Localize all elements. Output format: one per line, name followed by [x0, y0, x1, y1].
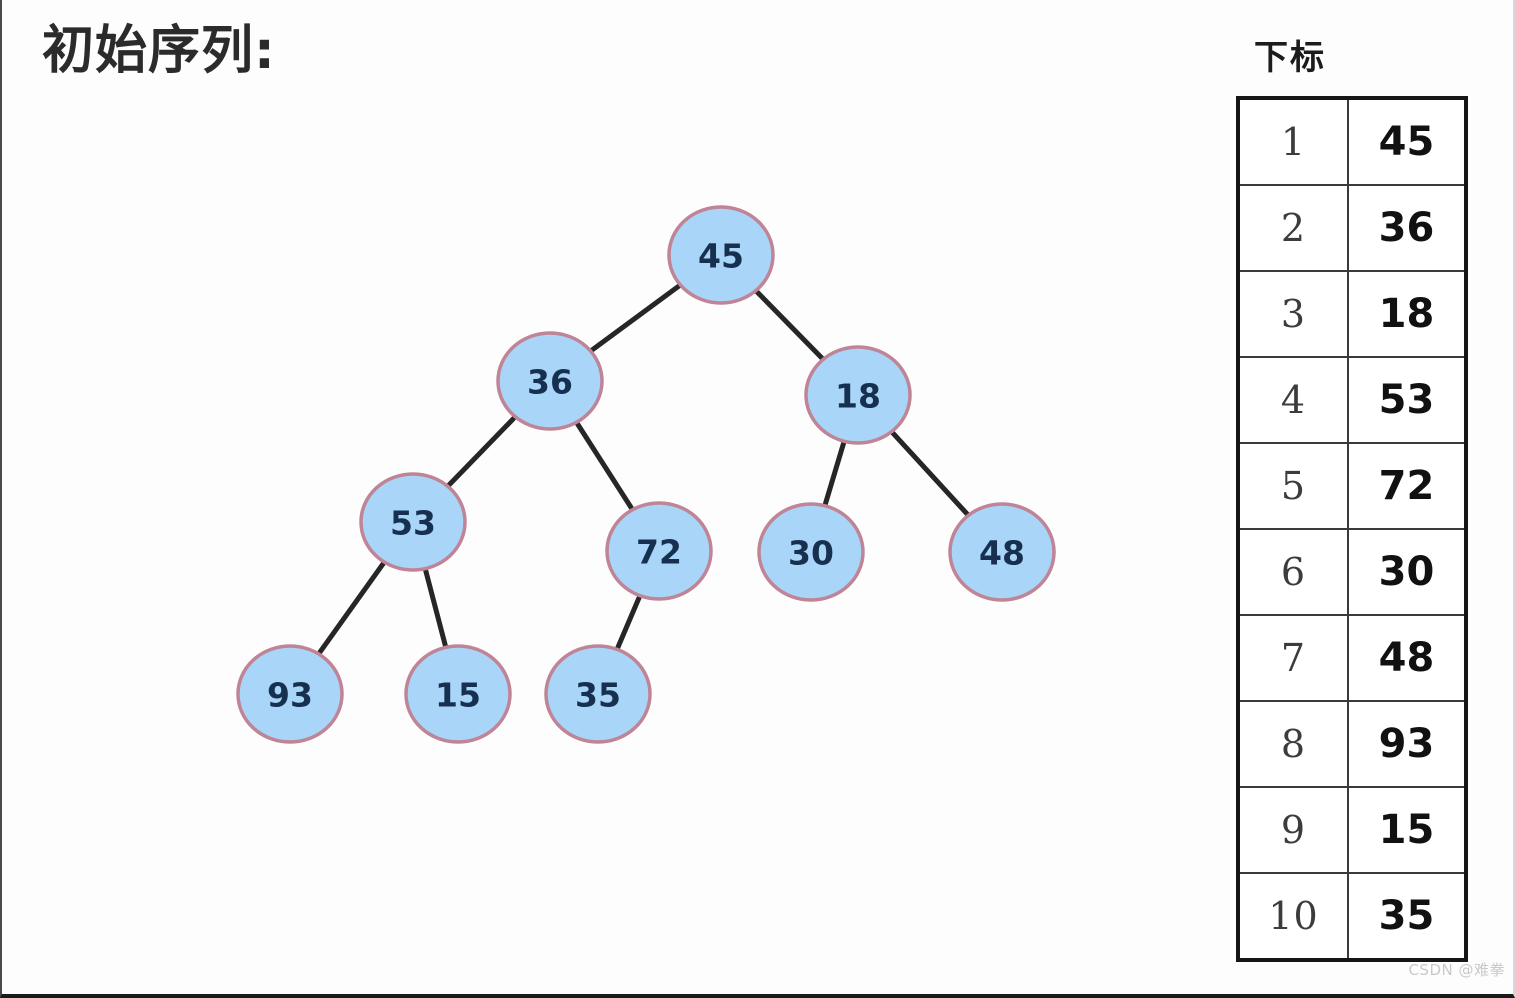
tree-edge-72-35 — [613, 591, 644, 654]
index-cell: 4 — [1236, 356, 1350, 444]
node-label-72: 72 — [636, 533, 682, 572]
tree-edge-36-72 — [572, 418, 637, 514]
tree-edge-18-48 — [887, 427, 973, 520]
index-cell: 9 — [1236, 786, 1350, 874]
tree-node-72[interactable]: 72 — [605, 501, 713, 601]
node-label-18: 18 — [835, 377, 881, 416]
node-label-30: 30 — [788, 534, 834, 573]
index-cell: 2 — [1236, 184, 1350, 272]
node-label-45: 45 — [698, 237, 744, 276]
tree-node-36[interactable]: 36 — [496, 331, 604, 431]
node-ellipse-72 — [605, 501, 713, 601]
node-ellipse-45 — [667, 205, 775, 305]
value-cell: 53 — [1347, 356, 1467, 444]
tree-edge-45-36 — [586, 281, 685, 355]
node-ellipse-48 — [948, 502, 1056, 602]
tree-edge-45-18 — [751, 286, 828, 364]
index-cell: 3 — [1236, 270, 1350, 358]
tree-node-53[interactable]: 53 — [359, 472, 467, 572]
table-header-label: 下标 — [1254, 38, 1326, 78]
node-label-53: 53 — [390, 504, 436, 543]
tree-node-48[interactable]: 48 — [948, 502, 1056, 602]
value-cell: 35 — [1347, 872, 1467, 961]
tree-node-30[interactable]: 30 — [757, 502, 865, 602]
value-cell: 93 — [1347, 700, 1467, 788]
value-cell: 48 — [1347, 614, 1467, 702]
node-label-93: 93 — [267, 676, 313, 715]
value-cell: 18 — [1347, 270, 1467, 358]
value-cell: 72 — [1347, 442, 1467, 530]
value-cell: 30 — [1347, 528, 1467, 616]
value-cell: 45 — [1347, 97, 1467, 186]
node-label-36: 36 — [527, 363, 573, 402]
value-cell: 15 — [1347, 786, 1467, 874]
value-cell: 36 — [1347, 184, 1467, 272]
node-ellipse-36 — [496, 331, 604, 431]
node-label-48: 48 — [979, 534, 1025, 573]
tree-node-45[interactable]: 45 — [667, 205, 775, 305]
tree-node-35[interactable]: 35 — [544, 644, 652, 744]
index-cell: 10 — [1236, 872, 1350, 961]
node-ellipse-30 — [757, 502, 865, 602]
page-title: 初始序列: — [42, 21, 276, 81]
tree-node-93[interactable]: 93 — [236, 644, 344, 744]
tree-node-15[interactable]: 15 — [404, 644, 512, 744]
tree-edge-layer — [314, 281, 973, 659]
tree-edge-53-93 — [314, 557, 389, 659]
node-ellipse-18 — [804, 345, 912, 445]
tree-edge-36-53 — [443, 412, 520, 491]
node-label-15: 15 — [435, 676, 481, 715]
node-label-35: 35 — [575, 676, 621, 715]
node-ellipse-53 — [359, 472, 467, 572]
tree-node-layer: 45 36 18 53 72 30 48 93 15 35 — [236, 205, 1056, 744]
index-cell: 8 — [1236, 700, 1350, 788]
index-cell: 5 — [1236, 442, 1350, 530]
tree-node-18[interactable]: 18 — [804, 345, 912, 445]
node-ellipse-15 — [404, 644, 512, 744]
tree-edge-53-15 — [422, 564, 449, 652]
watermark: CSDN @难拳 — [1408, 961, 1505, 979]
node-ellipse-93 — [236, 644, 344, 744]
index-cell: 6 — [1236, 528, 1350, 616]
index-cell: 1 — [1236, 97, 1350, 186]
node-ellipse-35 — [544, 644, 652, 744]
tree-edge-18-30 — [821, 436, 848, 511]
index-cell: 7 — [1236, 614, 1350, 702]
